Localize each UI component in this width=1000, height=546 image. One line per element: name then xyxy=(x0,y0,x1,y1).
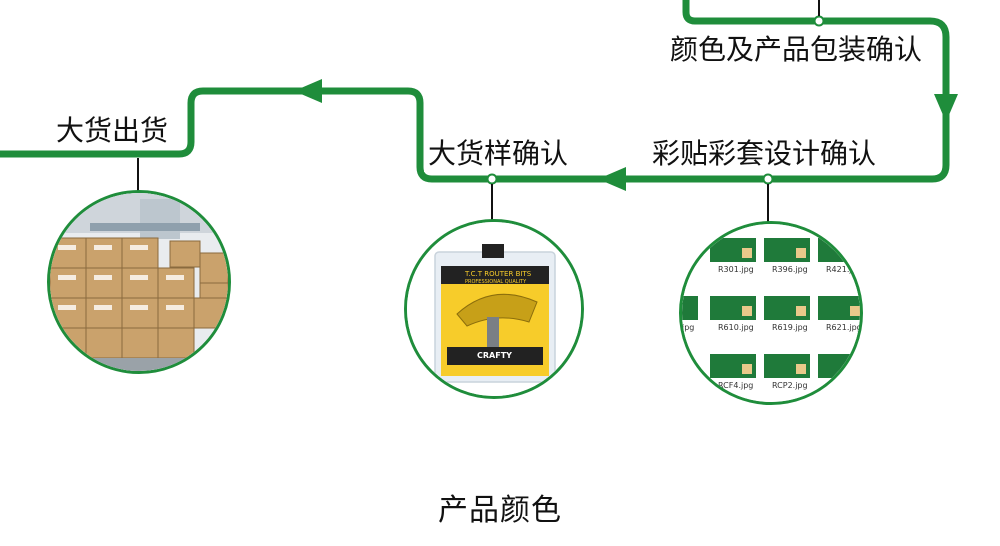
arrow-down-icon xyxy=(934,94,958,122)
sticker-design-photo: R301.jpg R396.jpg R421.jp jpg R610.jpg R… xyxy=(679,221,863,405)
arrow-left-icon xyxy=(294,79,322,103)
brand-label: CRAFTY xyxy=(477,351,512,360)
thumbnail-caption: R619.jpg xyxy=(772,323,808,332)
arrow-left-icon xyxy=(598,167,626,191)
step-label-sample: 大货样确认 xyxy=(424,136,573,172)
thumbnail-caption: jpg xyxy=(682,323,695,332)
flow-node xyxy=(762,173,774,185)
step-label-ship: 大货出货 xyxy=(52,113,173,149)
thumbnail-caption: RCP2.jpg xyxy=(772,381,808,390)
box-sub-text: PROFESSIONAL QUALITY xyxy=(465,279,527,285)
flow-line xyxy=(0,0,950,183)
flow-node xyxy=(813,15,825,27)
thumbnail-caption: RCF4.jpg xyxy=(718,381,754,390)
box-header-text: T.C.T ROUTER BITS xyxy=(465,270,532,278)
thumbnail-caption: R621.jpg xyxy=(826,323,862,332)
thumbnail-caption: R396.jpg xyxy=(772,265,808,274)
step-label-color-pack: 颜色及产品包装确认 xyxy=(666,32,927,68)
thumbnail-caption: R301.jpg xyxy=(718,265,754,274)
sample-photo: T.C.T ROUTER BITS PROFESSIONAL QUALITY C… xyxy=(404,219,584,399)
section-title: 产品颜色 xyxy=(438,493,562,528)
thumbnail-caption: R610.jpg xyxy=(718,323,754,332)
flow-node xyxy=(486,173,498,185)
step-label-sticker: 彩贴彩套设计确认 xyxy=(648,136,881,172)
shipment-photo xyxy=(47,190,231,374)
thumbnail-caption: R421.jp xyxy=(826,265,857,274)
